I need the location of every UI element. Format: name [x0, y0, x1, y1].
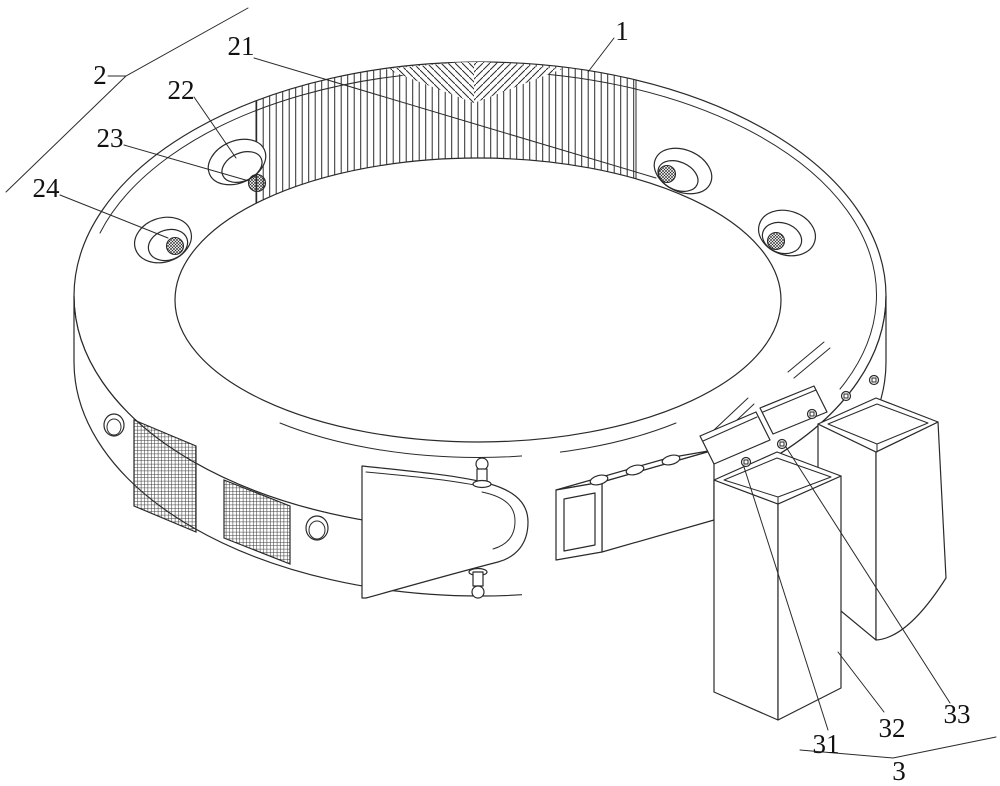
bolt-ring	[776, 438, 788, 450]
screw-plug	[657, 164, 677, 184]
gap-fill-left	[522, 442, 560, 624]
screw-plug	[247, 173, 267, 193]
wall-hole-left	[103, 413, 125, 437]
rear-box-top-rim	[817, 397, 939, 453]
bolt-square	[743, 459, 749, 465]
bolt-head-icon	[806, 408, 818, 420]
leader-line-33	[785, 446, 951, 704]
bolt-square	[779, 441, 785, 447]
rear-box-right-face	[875, 421, 947, 641]
wall-features	[103, 413, 329, 565]
bolt-ball-icon	[475, 457, 489, 471]
tube-hole	[589, 474, 609, 486]
leader-line-22	[193, 96, 237, 159]
clamp-assembly	[361, 457, 529, 599]
front-box-left-face	[713, 479, 779, 721]
label-1: 1	[615, 16, 629, 46]
bolt-ring	[806, 408, 818, 420]
bolt-ring	[868, 374, 880, 386]
chevron-right-hatch	[474, 62, 562, 103]
clamp-bolt-bottom	[468, 567, 488, 599]
hinge-lug-b	[759, 385, 828, 435]
leader-lines	[5, 7, 997, 759]
front-box-inner-rim	[723, 457, 832, 498]
mounting-hole-right-lower	[757, 209, 817, 257]
label-2: 2	[93, 60, 107, 90]
hinge-lug-a	[699, 411, 771, 465]
tube-bore	[563, 492, 596, 552]
bolt-square	[809, 411, 815, 417]
leader-line-21	[253, 57, 657, 179]
bolt-square	[843, 393, 849, 399]
bolt-ring	[840, 390, 852, 402]
label-31: 31	[813, 729, 840, 759]
screw-plug	[766, 231, 786, 251]
hole-inner	[221, 151, 263, 183]
label-3: 3	[892, 756, 906, 786]
bolt-square	[871, 377, 877, 383]
bolt-heads	[740, 374, 880, 468]
bolt-head-icon	[868, 374, 880, 386]
label-22: 22	[168, 75, 195, 105]
reference-labels: 1 21 2 22 23 24 31 32 33 3	[33, 16, 971, 786]
front-box-top-rim	[713, 451, 842, 505]
front-box	[713, 451, 842, 721]
wall-hole-right-inner	[308, 520, 326, 540]
leader-line-31	[743, 466, 829, 731]
mounting-hole-24	[133, 216, 193, 264]
brace-group-3	[799, 736, 997, 759]
joint-line	[713, 397, 749, 431]
clamp-bolt-top	[472, 457, 492, 489]
leader-line-32	[837, 651, 885, 713]
tube-hole	[661, 454, 681, 466]
hinge-lugs	[699, 385, 828, 465]
tube-hole	[625, 464, 645, 476]
joint-line	[787, 341, 825, 373]
screw-plug	[165, 236, 185, 256]
mesh-panel-a	[133, 419, 197, 533]
bolt-flange	[472, 479, 492, 489]
clamp-inner-contour	[481, 491, 516, 550]
front-box-right-face	[777, 475, 842, 721]
mesh-panel-b	[223, 479, 291, 565]
leader-line-1	[587, 37, 615, 73]
gap-fill-below-tube	[556, 512, 718, 624]
label-24: 24	[33, 173, 61, 203]
label-33: 33	[944, 699, 971, 729]
mounting-hole-right-upper	[653, 147, 713, 195]
bolt-shaft	[472, 571, 484, 587]
bolt-ball-icon	[471, 585, 485, 599]
bolt-ring	[740, 456, 752, 468]
bolt-head-icon	[776, 438, 788, 450]
joint-line	[793, 347, 831, 379]
bolt-head-icon	[840, 390, 852, 402]
leader-line-24	[59, 194, 169, 239]
label-23: 23	[97, 123, 124, 153]
chevron-left-hatch	[386, 62, 474, 103]
clamp-body	[361, 465, 529, 599]
rear-box-inner-rim	[827, 403, 929, 445]
label-21: 21	[228, 31, 255, 61]
bolt-head-icon	[740, 456, 752, 468]
wall-hole-right	[305, 515, 329, 541]
wall-hole-left-inner	[106, 418, 122, 436]
ring-gap	[522, 442, 718, 624]
label-32: 32	[879, 713, 906, 743]
ring-inner-edge	[174, 157, 782, 443]
mounting-holes	[133, 138, 817, 264]
lug-b-edge	[762, 389, 817, 413]
leader-line-23	[123, 144, 250, 182]
lug-a-edge	[702, 416, 758, 442]
inner-rim-step	[279, 422, 677, 459]
